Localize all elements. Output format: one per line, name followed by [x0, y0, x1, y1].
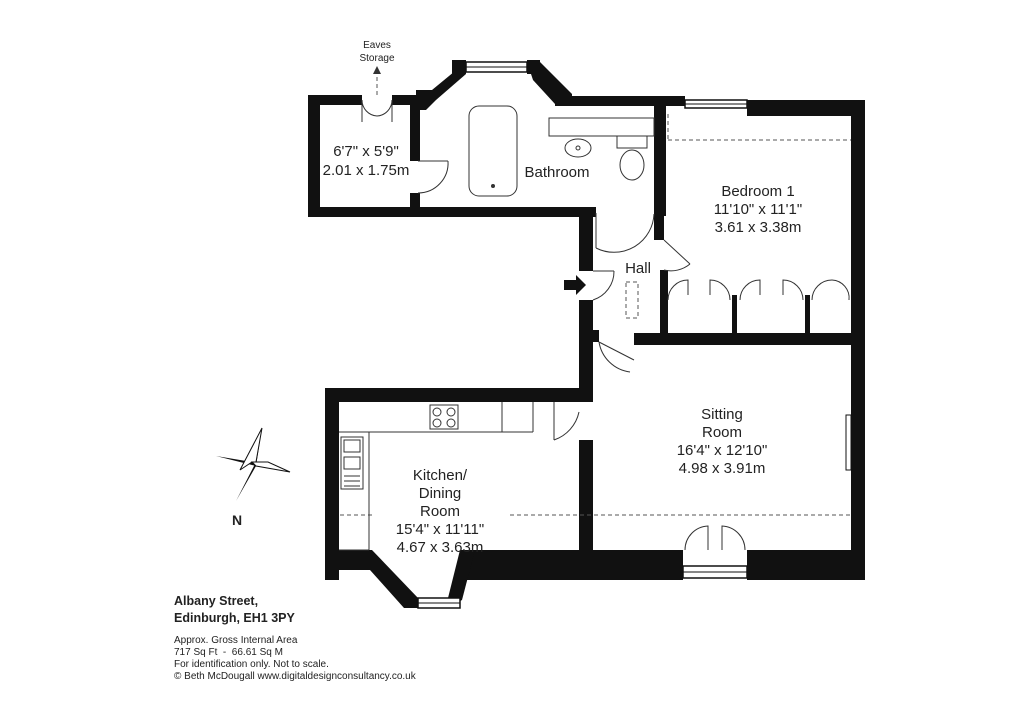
sitting-name2: Room — [702, 424, 742, 441]
windows — [417, 61, 852, 609]
sitting-name1: Sitting — [701, 406, 743, 423]
property-info: Albany Street, Edinburgh, EH1 3PY Approx… — [174, 593, 416, 683]
bathroom-label: Bathroom — [524, 164, 589, 181]
area-title: Approx. Gross Internal Area — [174, 635, 298, 646]
walls — [308, 60, 865, 608]
area-value: 717 Sq Ft - 66.61 Sq M — [174, 647, 283, 658]
bedroom-imperial: 11'10" x 11'1" — [714, 201, 802, 218]
city-postcode: Edinburgh, EH1 3PY — [174, 611, 295, 625]
eaves-label-line2: Storage — [359, 53, 394, 64]
kitchen-imperial: 15'4" x 11'11" — [396, 521, 484, 538]
compass-rose: N — [216, 427, 291, 528]
sitting-imperial: 16'4" x 12'10" — [677, 442, 768, 459]
kitchen-name1: Kitchen/ — [413, 467, 468, 484]
bedroom-name: Bedroom 1 — [721, 183, 794, 200]
doors — [361, 99, 850, 551]
disclaimer: For identification only. Not to scale. — [174, 659, 329, 670]
street-address: Albany Street, — [174, 594, 259, 608]
storage-metric: 2.01 x 1.75m — [323, 162, 410, 179]
eaves-label-line1: Eaves — [363, 40, 391, 51]
kitchen-name2: Dining — [419, 485, 462, 502]
kitchen-name3: Room — [420, 503, 460, 520]
area-block: Approx. Gross Internal Area 717 Sq Ft - … — [174, 635, 416, 683]
credit: © Beth McDougall www.digitaldesignconsul… — [174, 671, 416, 682]
fixtures — [339, 66, 851, 551]
compass-north-label: N — [232, 512, 242, 528]
bedroom-metric: 3.61 x 3.38m — [715, 219, 802, 236]
room-labels: Eaves Storage 6'7" x 5'9" 2.01 x 1.75m B… — [323, 40, 803, 556]
sitting-metric: 4.98 x 3.91m — [679, 460, 766, 477]
hall-label: Hall — [625, 260, 651, 277]
storage-imperial: 6'7" x 5'9" — [333, 143, 399, 160]
kitchen-metric: 4.67 x 3.63m — [397, 539, 484, 556]
